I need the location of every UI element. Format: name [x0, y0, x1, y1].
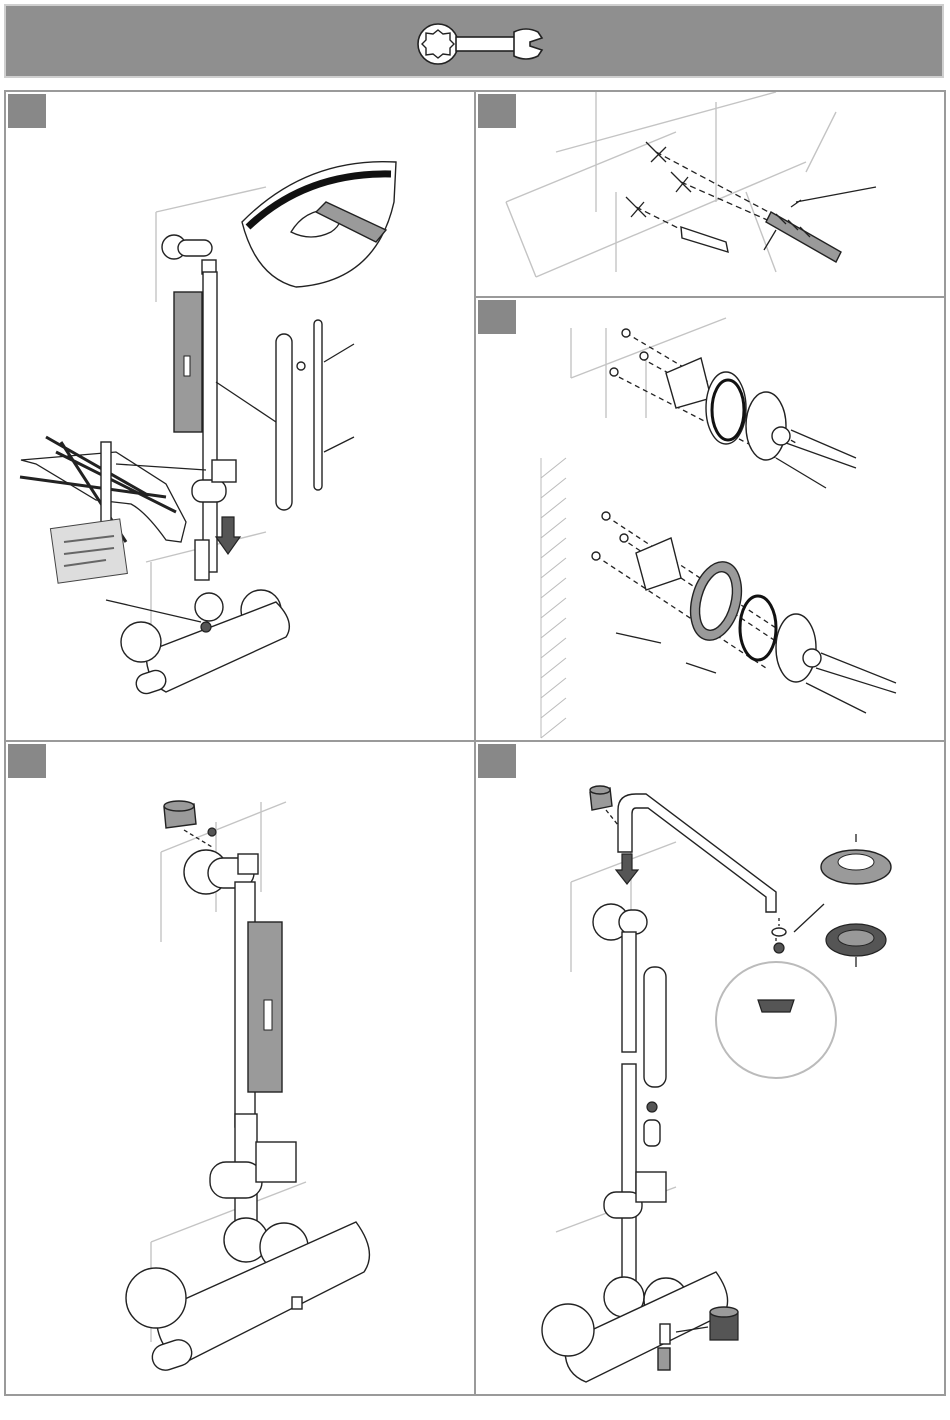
header-bar — [4, 4, 944, 78]
panel-2 — [474, 90, 946, 298]
panel-4 — [4, 740, 476, 1396]
illustration-wall-flanges — [476, 298, 944, 740]
illustration-drilling — [476, 92, 944, 296]
wrench-icon — [6, 6, 946, 80]
panel-5 — [474, 740, 946, 1396]
panel-3 — [474, 296, 946, 742]
illustration-riser-mounting — [6, 742, 474, 1394]
illustration-showerhead-assembly — [476, 742, 944, 1394]
panel-1 — [4, 90, 476, 742]
illustration-mounting-template — [6, 92, 474, 740]
